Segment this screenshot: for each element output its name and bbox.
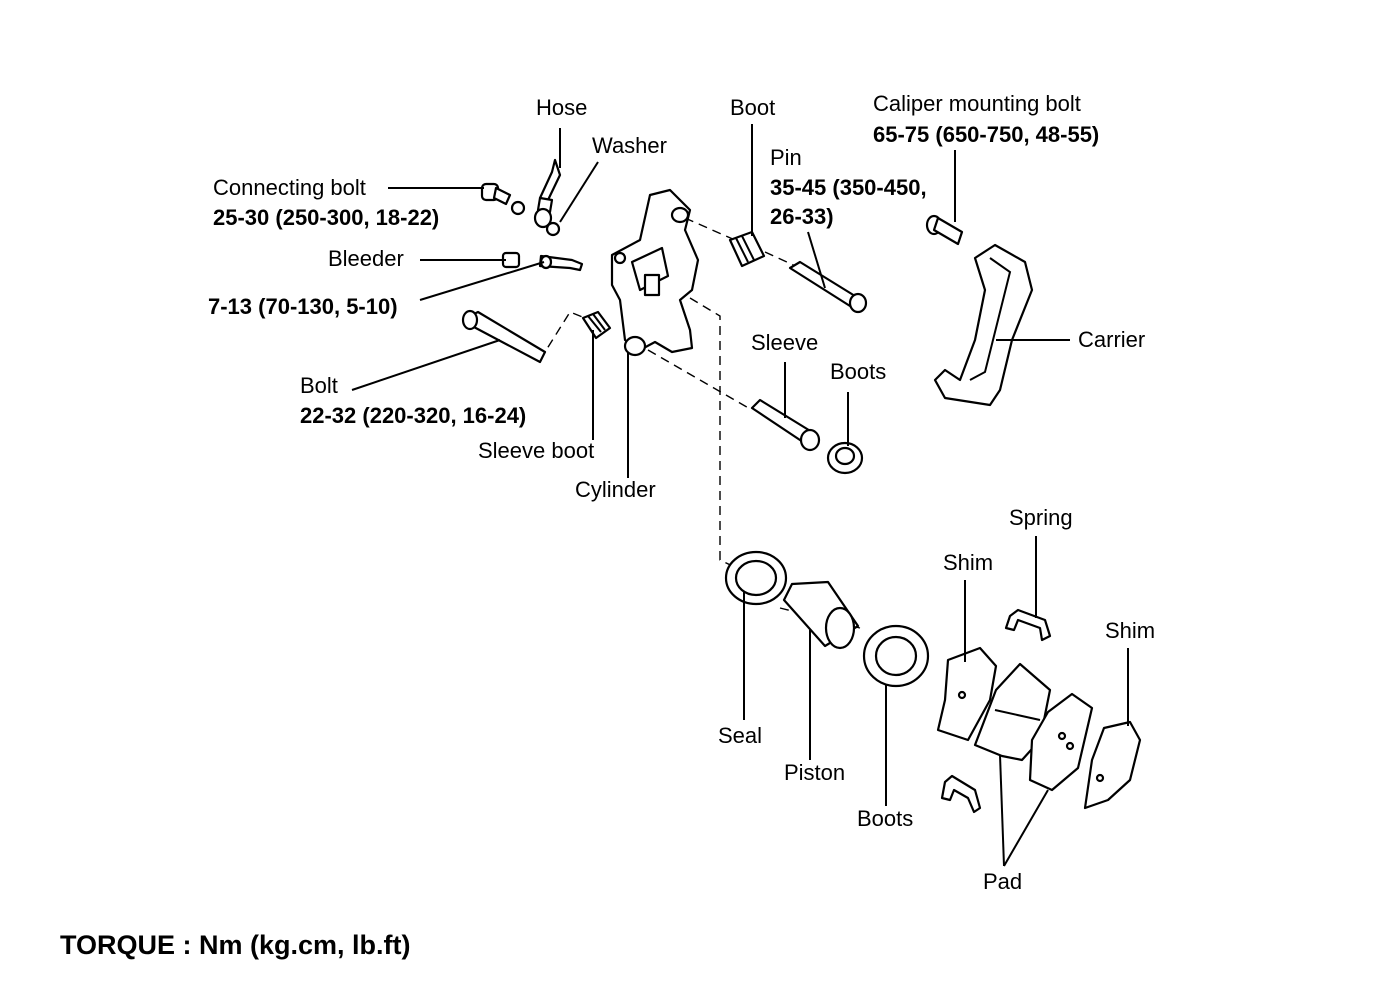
clip-part (940, 774, 982, 814)
pin-torque-line1: 35-45 (350-450, (770, 175, 927, 200)
sleeve-label: Sleeve (751, 330, 819, 355)
washer-part (510, 200, 561, 237)
carrier-part (933, 243, 1034, 407)
pin-part (788, 260, 868, 314)
bleeder-label: Bleeder (328, 246, 404, 271)
caliper-body-part (610, 188, 700, 357)
pad-label: Pad (983, 869, 1023, 894)
connecting-bolt-torque: 25-30 (250-300, 18-22) (213, 205, 440, 230)
bolt-torque: 22-32 (220-320, 16-24) (300, 403, 527, 428)
boot-part (728, 230, 766, 268)
shim-right-part (1083, 720, 1142, 810)
spring-label: Spring (1009, 505, 1073, 530)
bleeder-torque: 7-13 (70-130, 5-10) (208, 294, 398, 319)
seal-label: Seal (718, 723, 763, 748)
carrier-label: Carrier (1078, 327, 1146, 352)
pad-outer-part (1028, 692, 1094, 792)
piston-part (782, 580, 860, 650)
spring-part (1004, 608, 1052, 642)
shim-right-label: Shim (1105, 618, 1156, 643)
connecting-bolt-part (480, 182, 512, 206)
caliper-mounting-bolt-torque: 65-75 (650-750, 48-55) (873, 122, 1100, 147)
sleeve-part (750, 398, 821, 452)
boots-lower-part (862, 624, 930, 688)
cylinder-label: Cylinder (575, 477, 656, 502)
connecting-bolt-label: Connecting bolt (213, 175, 366, 200)
seal-part (724, 550, 788, 606)
shim-left-label: Shim (943, 550, 994, 575)
bolt-label: Bolt (300, 373, 338, 398)
hose-part (533, 158, 562, 229)
pin-label: Pin (770, 145, 802, 170)
guide-bolt-part (461, 309, 547, 364)
boot-label: Boot (730, 95, 776, 120)
sleeve-boot-label: Sleeve boot (478, 438, 595, 463)
pin-torque-line2: 26-33) (770, 204, 834, 229)
boots-lower-label: Boots (857, 806, 914, 831)
sleeve-boot-part (581, 310, 612, 340)
hose-label: Hose (536, 95, 588, 120)
boots-upper-label: Boots (830, 359, 887, 384)
caliper-mounting-bolt-label: Caliper mounting bolt (873, 91, 1081, 116)
piston-label: Piston (784, 760, 846, 785)
shim-left-part (936, 646, 998, 742)
bleeder-part (501, 251, 584, 272)
leader-lines (351, 124, 1129, 867)
torque-units-note: TORQUE : Nm (kg.cm, lb.ft) (60, 930, 411, 960)
boots-upper-part (826, 441, 864, 475)
caliper-mounting-bolt-part (925, 214, 964, 246)
washer-label: Washer (592, 133, 667, 158)
